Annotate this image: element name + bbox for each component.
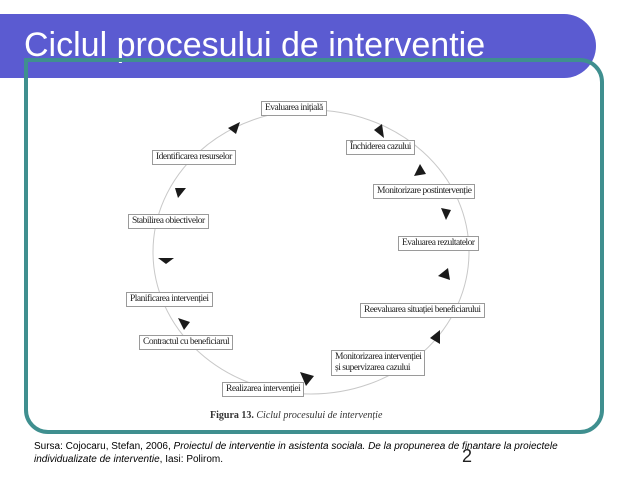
arrowhead-icon <box>438 268 450 280</box>
node-reevaluarea-situatiei: Reevaluarea situației beneficiarului <box>360 303 485 318</box>
node-inchiderea-cazului: Închiderea cazului <box>346 140 415 155</box>
node-evaluarea-rezultatelor: Evaluarea rezultatelor <box>398 236 479 251</box>
source-citation: Sursa: Cojocaru, Stefan, 2006, Proiectul… <box>34 440 574 466</box>
node-monitorizarea-line1: Monitorizarea intervenției <box>335 352 422 362</box>
slide-number: 2 <box>462 446 473 466</box>
node-monitorizarea-interventiei: Monitorizarea intervenției și supervizar… <box>331 350 426 376</box>
figure-caption-label: Figura 13. <box>210 410 254 421</box>
arrowhead-icon <box>158 258 174 264</box>
arrowhead-icon <box>175 188 186 198</box>
node-monitorizarea-line2: și supervizarea cazului <box>335 363 411 373</box>
source-prefix: Sursa: Cojocaru, Stefan, 2006, <box>34 441 174 452</box>
node-planificarea-interventiei: Planificarea intervenției <box>126 292 213 307</box>
node-monitorizare-postinterventie: Monitorizare postintervenție <box>373 184 476 199</box>
arrowhead-icon <box>441 208 451 220</box>
slide-title: Ciclul procesului de interventie <box>24 26 486 64</box>
source-title: Proiectul de interventie in asistenta so… <box>34 441 558 465</box>
node-contractul-cu-beneficiarul: Contractul cu beneficiarul <box>139 335 234 350</box>
arrowhead-icon <box>178 318 190 330</box>
source-suffix: , Iasi: Polirom. <box>159 454 223 465</box>
node-realizarea-interventiei: Realizarea intervenției <box>222 382 305 397</box>
content-frame <box>24 58 604 434</box>
arrowhead-icon <box>374 124 384 138</box>
node-stabilirea-obiectivelor: Stabilirea obiectivelor <box>128 214 209 229</box>
arrowhead-icon <box>430 330 440 344</box>
figure-caption-text: Ciclul procesului de intervenție <box>256 410 383 421</box>
arrowhead-icon <box>300 372 314 386</box>
arrowhead-icon <box>228 122 240 134</box>
title-band <box>0 14 596 78</box>
node-identificarea-resurselor: Identificarea resurselor <box>152 150 236 165</box>
arrowhead-icon <box>414 164 426 176</box>
figure-caption: Figura 13. Ciclul procesului de interven… <box>210 410 382 421</box>
node-evaluarea-initiala: Evaluarea inițială <box>261 101 327 116</box>
